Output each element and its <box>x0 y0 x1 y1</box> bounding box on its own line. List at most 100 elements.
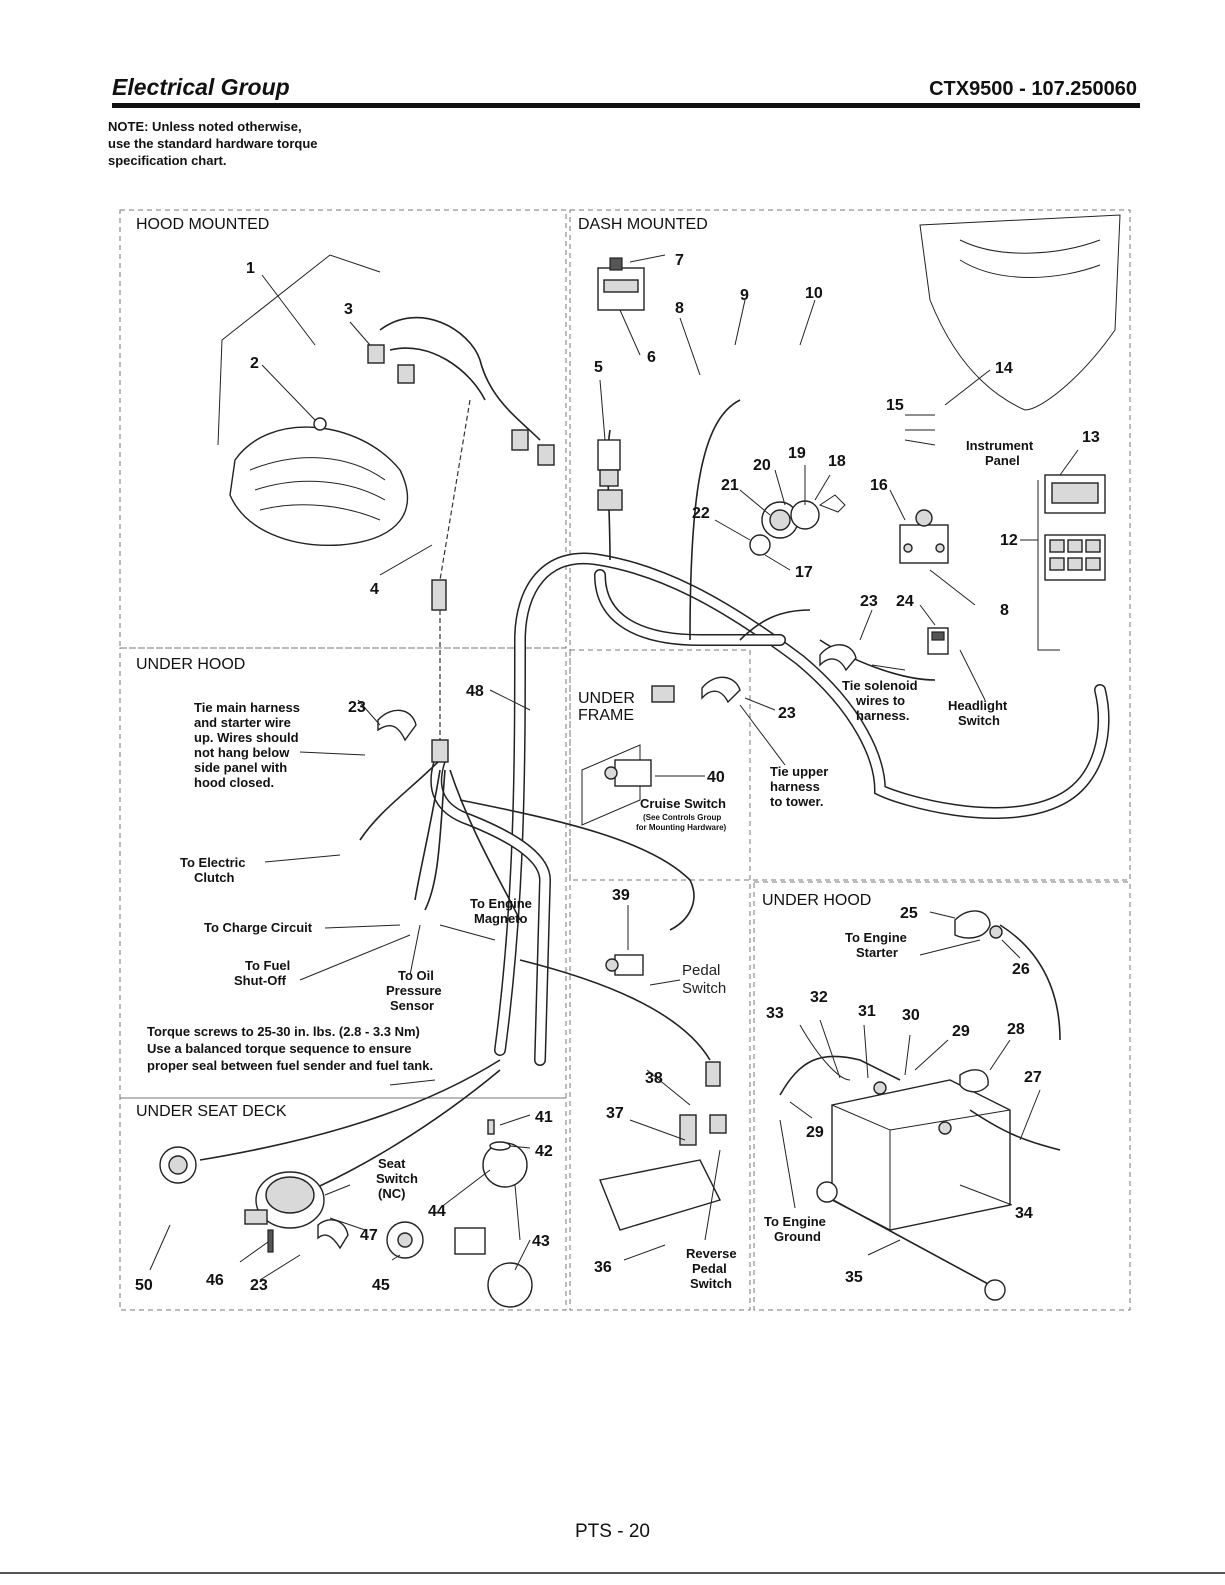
part-number: 31 <box>858 1003 876 1020</box>
bulb-socket-icon <box>367 344 385 364</box>
part-number: 10 <box>805 285 823 302</box>
tie-strap-icon <box>701 676 741 704</box>
callout-tie-solenoid: Tie solenoid <box>842 678 918 693</box>
part-number: 3 <box>344 301 353 318</box>
screw-icon <box>487 1119 495 1135</box>
harness-connector <box>431 739 449 763</box>
part-number: 37 <box>606 1105 624 1122</box>
tie-strap-icon <box>819 644 857 672</box>
part-number: 2 <box>250 355 259 372</box>
callout-tie-solenoid: wires to <box>855 693 905 708</box>
instrument-bracket <box>1037 480 1060 651</box>
section-under-hood-right: UNDER HOOD <box>762 892 871 909</box>
part-number: 28 <box>1007 1021 1025 1038</box>
callout-engine-magneto: Magneto <box>474 911 528 926</box>
callout-torque: proper seal between fuel sender and fuel… <box>147 1058 433 1073</box>
callout-fuel-shutoff: Shut-Off <box>234 973 287 988</box>
callout-instrument-panel: Panel <box>985 453 1020 468</box>
washer-icon <box>489 1141 511 1151</box>
bulb-socket-icon <box>537 444 555 466</box>
part-number: 4 <box>370 581 379 598</box>
callout-tie-main: Tie main harness and starter wire up. Wi… <box>194 700 300 790</box>
callout-line: not hang below <box>194 745 290 760</box>
under-hood-right-frame <box>753 881 1131 1311</box>
callout-cruise-note: (See Controls Group <box>643 813 721 822</box>
callout-line: and starter wire <box>194 715 291 730</box>
section-under-seat-deck: UNDER SEAT DECK <box>136 1103 287 1120</box>
part-number: 19 <box>788 445 806 462</box>
callout-line: hood closed. <box>194 775 274 790</box>
part-number: 9 <box>740 287 749 304</box>
callout-torque: Use a balanced torque sequence to ensure <box>147 1041 411 1056</box>
section-under-hood-left: UNDER HOOD <box>136 656 245 673</box>
note-line: NOTE: Unless noted otherwise, <box>108 119 302 134</box>
callout-tie-upper: Tie upper <box>770 764 828 779</box>
part-number: 25 <box>900 905 918 922</box>
callout-oil-sensor: Pressure <box>386 983 442 998</box>
callout-oil-sensor: Sensor <box>390 998 434 1013</box>
hold-down-rod <box>816 1181 1006 1301</box>
part-number: 48 <box>466 683 484 700</box>
under-seat-deck-frame <box>119 1097 567 1311</box>
callout-instrument-panel: Instrument <box>966 438 1034 453</box>
battery <box>831 1079 1011 1231</box>
part-number: 5 <box>594 359 603 376</box>
bottom-rule <box>0 1572 1225 1574</box>
part-number: 27 <box>1024 1069 1042 1086</box>
part-number: 14 <box>995 360 1013 377</box>
part-number: 20 <box>753 457 771 474</box>
bulb-socket-icon <box>397 364 415 384</box>
callout-reverse-pedal-switch: Reverse <box>686 1246 737 1261</box>
part-number: 34 <box>1015 1205 1033 1222</box>
callout-seat-switch: Seat <box>378 1156 406 1171</box>
part-number: 12 <box>1000 532 1018 549</box>
ignition-switch <box>597 257 645 311</box>
tie-strap-icon <box>317 1219 349 1250</box>
callout-engine-ground: To Engine <box>764 1214 826 1229</box>
under-frame-label-bg <box>574 686 644 724</box>
part-number: 26 <box>1012 961 1030 978</box>
cruise-switch-part <box>581 685 675 826</box>
callout-reverse-pedal-switch: Switch <box>690 1276 732 1291</box>
callout-line: side panel with <box>194 760 287 775</box>
section-under-frame-line2: FRAME <box>578 707 634 724</box>
tie-strap-icon <box>377 709 417 742</box>
hood-mounted-frame <box>119 209 567 649</box>
callout-tie-solenoid: harness. <box>856 708 909 723</box>
callout-engine-magneto: To Engine <box>470 896 532 911</box>
callout-torque: Torque screws to 25-30 in. lbs. (2.8 - 3… <box>147 1024 420 1039</box>
part-number: 13 <box>1082 429 1100 446</box>
part-number: 33 <box>766 1005 784 1022</box>
headlight-switch <box>927 627 949 655</box>
part-number: 42 <box>535 1143 553 1160</box>
part-number: 39 <box>612 887 630 904</box>
callout-pedal-switch: Pedal <box>682 962 720 979</box>
part-number: 50 <box>135 1277 153 1294</box>
part-number: 29 <box>806 1124 824 1141</box>
model-number: CTX9500 - 107.250060 <box>929 78 1137 100</box>
part-number: 24 <box>896 593 914 610</box>
part-number: 8 <box>675 300 684 317</box>
callout-fuel-shutoff: To Fuel <box>245 958 290 973</box>
torque-note: NOTE: Unless noted otherwise, use the st… <box>108 118 318 169</box>
part-number: 7 <box>675 252 684 269</box>
callout-cruise-note: for Mounting Hardware) <box>636 823 727 832</box>
main-harness <box>430 552 1110 1066</box>
pto-switch <box>597 439 623 511</box>
part-number: 15 <box>886 397 904 414</box>
harness-connector <box>431 579 447 611</box>
battery-cables <box>779 910 1061 1151</box>
callout-tie-upper: to tower. <box>770 794 823 809</box>
part-number: 8 <box>1000 602 1009 619</box>
part-number: 44 <box>428 1203 446 1220</box>
under-frame-frame <box>569 649 751 1311</box>
dash-mounted-frame <box>569 209 1131 881</box>
part-number: 41 <box>535 1109 553 1126</box>
screw-icon <box>267 1229 274 1253</box>
part-number: 22 <box>692 505 710 522</box>
callout-engine-ground: Ground <box>774 1229 821 1244</box>
solenoid <box>899 509 949 564</box>
callout-electric-clutch: To Electric <box>180 855 246 870</box>
part-number: 47 <box>360 1227 378 1244</box>
callout-reverse-pedal-switch: Pedal <box>692 1261 727 1276</box>
